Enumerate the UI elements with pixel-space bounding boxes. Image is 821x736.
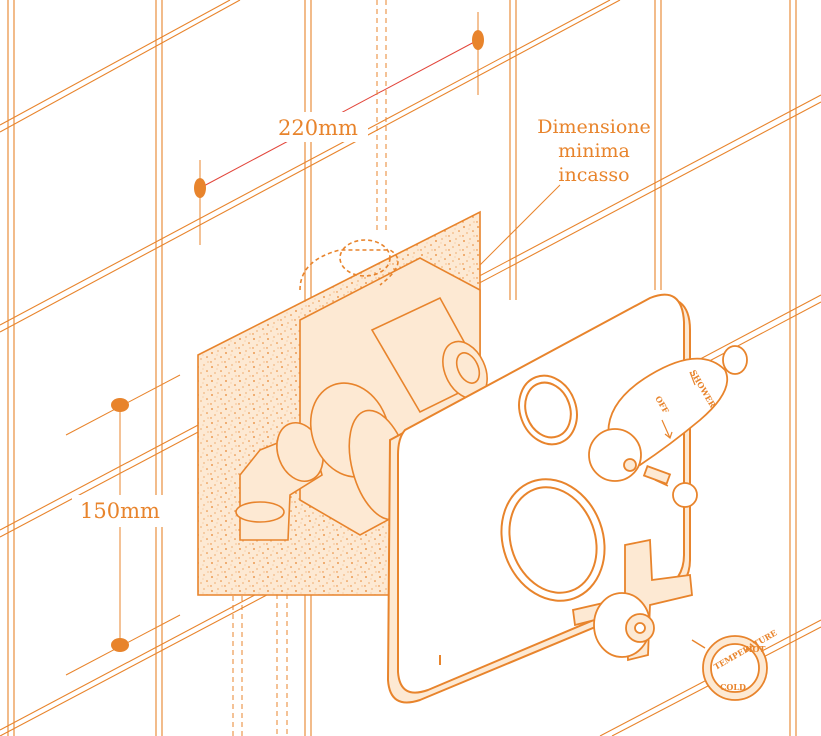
cold-marking: COLD	[720, 682, 746, 692]
note-leader-line	[479, 184, 561, 266]
diverter-lever	[588, 345, 748, 508]
temperature-cap	[702, 635, 768, 701]
width-dimension-line	[194, 12, 484, 245]
width-dimension-label: 220mm	[278, 116, 358, 140]
height-dimension-line	[65, 374, 181, 676]
dimension-dot	[472, 30, 484, 50]
screw-icon	[654, 479, 706, 649]
dimension-dot	[111, 398, 129, 412]
note-line-1: Dimensione	[537, 116, 651, 138]
note-line-2: minima	[558, 140, 630, 162]
height-dimension-label: 150mm	[80, 499, 160, 523]
cross-handle	[571, 538, 693, 662]
note-line-3: incasso	[558, 164, 629, 186]
off-arrow-icon	[661, 371, 696, 440]
hot-marking: HOT	[745, 644, 766, 654]
dimension-dot	[194, 178, 206, 198]
dimension-dot	[111, 638, 129, 652]
